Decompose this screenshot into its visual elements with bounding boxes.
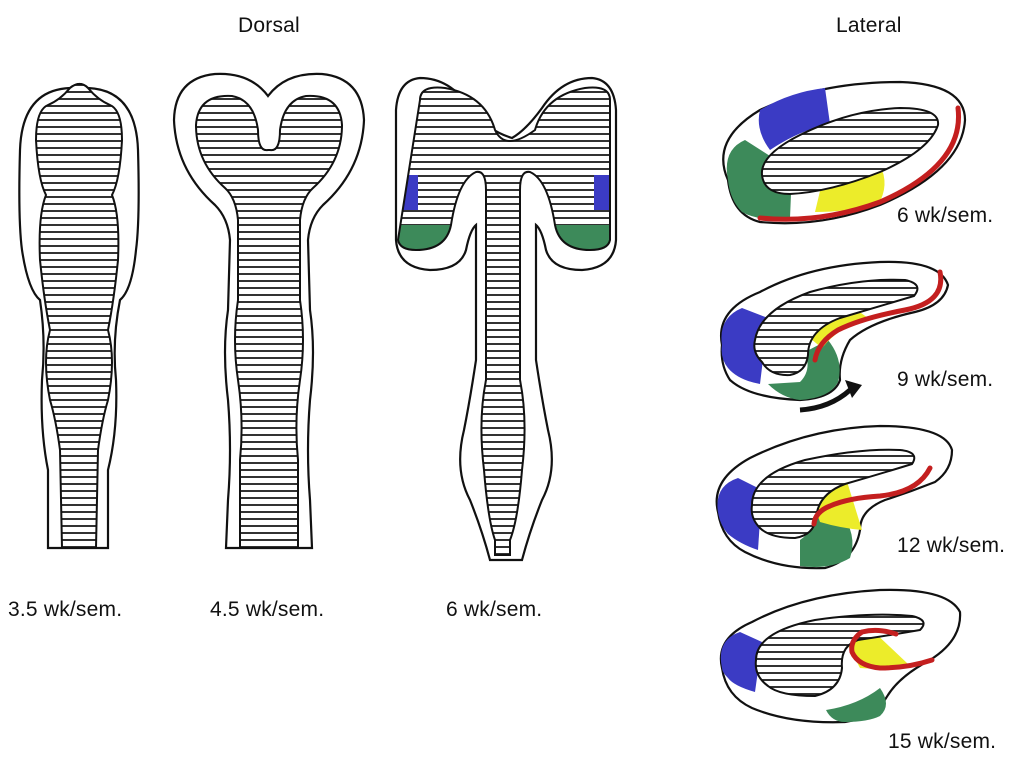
lat-12-label: 12 wk/sem.: [897, 534, 1005, 558]
stage-45-diagram: [174, 74, 364, 548]
lat-6-label: 6 wk/sem.: [897, 204, 993, 228]
lat-9-label: 9 wk/sem.: [897, 368, 993, 392]
lateral-15-diagram: [721, 590, 960, 722]
stage-45-label: 4.5 wk/sem.: [210, 598, 324, 622]
stage-6-label: 6 wk/sem.: [446, 598, 542, 622]
stage-6-diagram: [390, 78, 620, 560]
stage-45-lumen: [196, 96, 342, 548]
dorsal-header: Dorsal: [238, 14, 300, 38]
lateral-6-diagram: [723, 82, 965, 223]
lat-15-label: 15 wk/sem.: [888, 730, 996, 754]
lateral-header: Lateral: [836, 14, 902, 38]
stage-35-diagram: [19, 84, 138, 548]
stage-35-label: 3.5 wk/sem.: [8, 598, 122, 622]
